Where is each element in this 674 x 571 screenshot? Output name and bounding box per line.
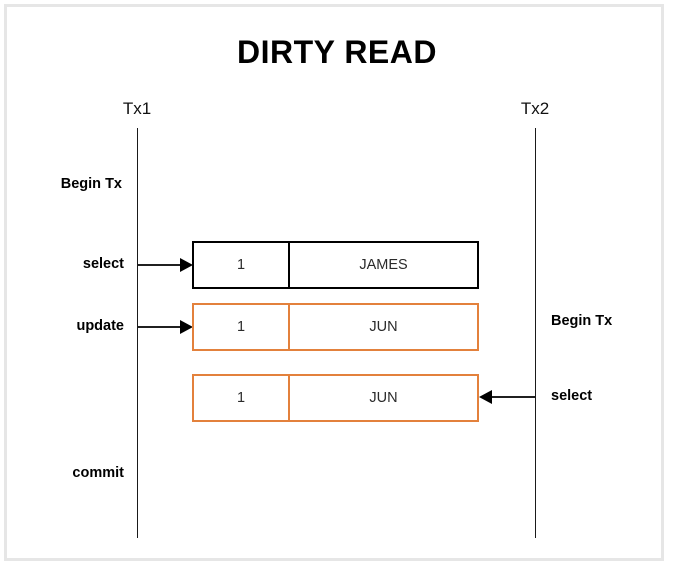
lane-label-tx2: Tx2	[520, 99, 550, 118]
tx2-step-select: select	[551, 388, 593, 404]
arrow-tx1-select	[138, 258, 193, 272]
lane-label-tx1: Tx1	[122, 99, 152, 118]
tx1-step-commit: commit	[72, 465, 124, 481]
arrow-tx2-select	[479, 390, 535, 404]
row-name-cell: JAMES	[359, 257, 408, 273]
arrow-tx1-update	[138, 320, 193, 334]
tx1-step-update: update	[76, 318, 124, 334]
tx1-step-select: select	[82, 256, 124, 272]
page-title: DIRTY READ	[237, 34, 437, 70]
row-id-cell: 1	[194, 243, 290, 287]
tx2-step-begin-tx: Begin Tx	[551, 313, 613, 329]
lifeline-tx2	[535, 128, 536, 538]
table-row: 1 JUN	[192, 374, 479, 422]
row-id-cell: 1	[194, 376, 290, 420]
row-name-cell: JUN	[369, 390, 398, 406]
table-row: 1 JUN	[192, 303, 479, 351]
table-row: 1 JAMES	[192, 241, 479, 289]
lifeline-tx1	[137, 128, 138, 538]
row-id-cell: 1	[194, 305, 290, 349]
row-name-cell: JUN	[369, 319, 398, 335]
tx1-step-begin-tx: Begin Tx	[60, 176, 122, 192]
